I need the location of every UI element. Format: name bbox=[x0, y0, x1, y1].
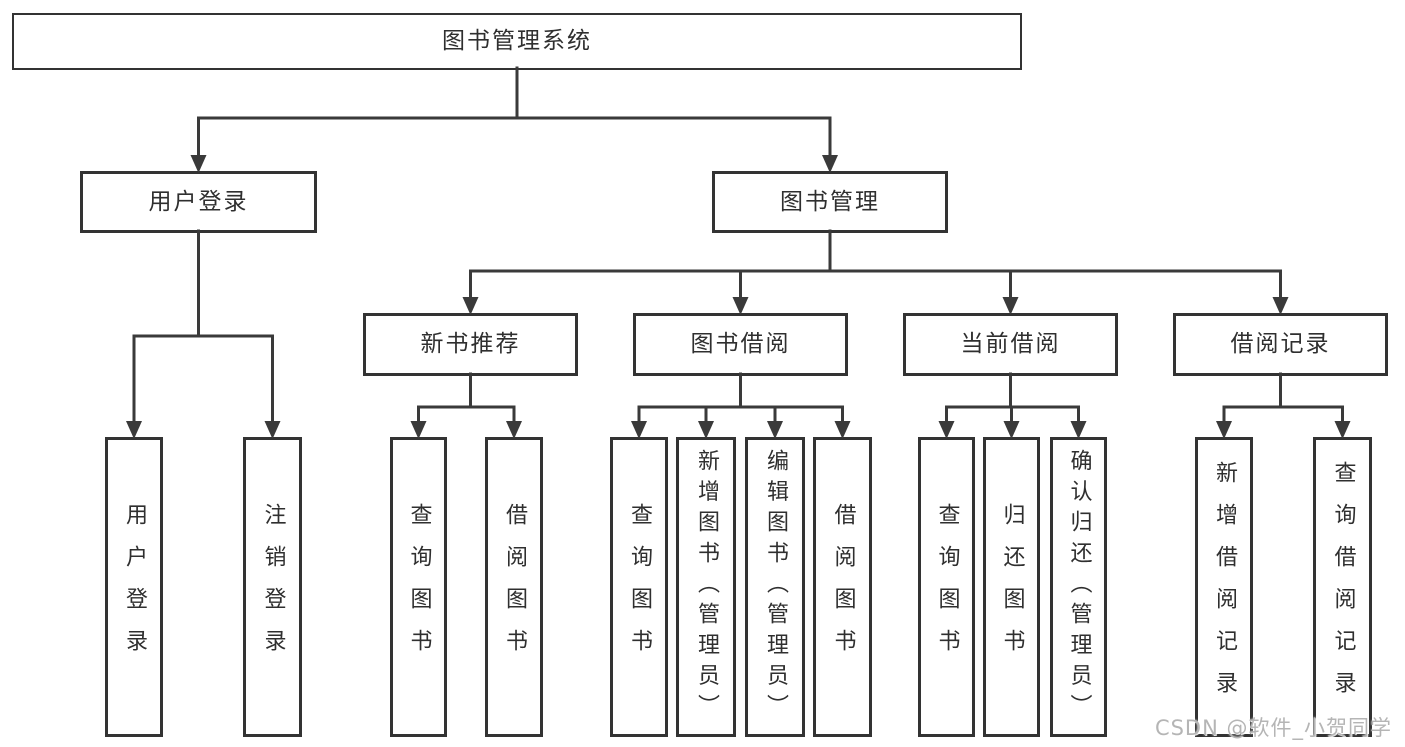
node-label-bb-borrow-book: 借阅图书 bbox=[830, 503, 856, 671]
node-bb-edit-book: 编辑图书（管理员） bbox=[745, 437, 805, 737]
node-label-cb-query-book: 查询图书 bbox=[934, 503, 960, 671]
node-label-cb-confirm-return: 确认归还（管理员） bbox=[1066, 449, 1092, 725]
node-rec-borrow-book: 借阅图书 bbox=[485, 437, 543, 737]
node-label-logout: 注销登录 bbox=[260, 503, 286, 671]
node-label-br-query-record: 查询借阅记录 bbox=[1330, 461, 1356, 713]
node-rec-query-book: 查询图书 bbox=[390, 437, 447, 737]
node-root: 图书管理系统 bbox=[12, 13, 1022, 70]
node-cb-confirm-return: 确认归还（管理员） bbox=[1050, 437, 1107, 737]
node-label-br-add-record: 新增借阅记录 bbox=[1212, 461, 1237, 713]
node-logout: 注销登录 bbox=[243, 437, 302, 737]
node-label-borrow-records: 借阅记录 bbox=[1230, 331, 1331, 357]
node-cb-query-book: 查询图书 bbox=[918, 437, 975, 737]
node-new-book-rec: 新书推荐 bbox=[363, 313, 578, 376]
node-book-mgmt: 图书管理 bbox=[712, 171, 948, 233]
node-label-bb-add-book: 新增图书（管理员） bbox=[694, 449, 719, 725]
node-label-book-mgmt: 图书管理 bbox=[780, 188, 880, 215]
node-bb-add-book: 新增图书（管理员） bbox=[676, 437, 736, 737]
node-user-login: 用户登录 bbox=[80, 171, 317, 233]
node-br-add-record: 新增借阅记录 bbox=[1195, 437, 1253, 737]
watermark: CSDN @软件_小贺同学 bbox=[1154, 716, 1392, 740]
node-br-query-record: 查询借阅记录 bbox=[1313, 437, 1372, 737]
node-bb-query-book: 查询图书 bbox=[610, 437, 668, 737]
node-label-user-login: 用户登录 bbox=[148, 188, 249, 215]
node-label-rec-borrow-book: 借阅图书 bbox=[502, 503, 527, 671]
node-label-login: 用户登录 bbox=[122, 503, 147, 671]
node-label-rec-query-book: 查询图书 bbox=[406, 503, 432, 671]
node-book-borrow: 图书借阅 bbox=[633, 313, 848, 376]
node-label-root: 图书管理系统 bbox=[442, 28, 592, 54]
node-cb-return-book: 归还图书 bbox=[983, 437, 1040, 737]
node-label-bb-edit-book: 编辑图书（管理员） bbox=[763, 449, 788, 725]
node-label-book-borrow: 图书借阅 bbox=[690, 331, 791, 357]
node-login: 用户登录 bbox=[105, 437, 163, 737]
node-current-borrow: 当前借阅 bbox=[903, 313, 1118, 376]
node-label-new-book-rec: 新书推荐 bbox=[420, 331, 521, 357]
node-borrow-records: 借阅记录 bbox=[1173, 313, 1388, 376]
node-label-bb-query-book: 查询图书 bbox=[627, 503, 652, 671]
node-label-cb-return-book: 归还图书 bbox=[999, 503, 1025, 671]
node-bb-borrow-book: 借阅图书 bbox=[813, 437, 872, 737]
node-label-current-borrow: 当前借阅 bbox=[960, 331, 1061, 357]
